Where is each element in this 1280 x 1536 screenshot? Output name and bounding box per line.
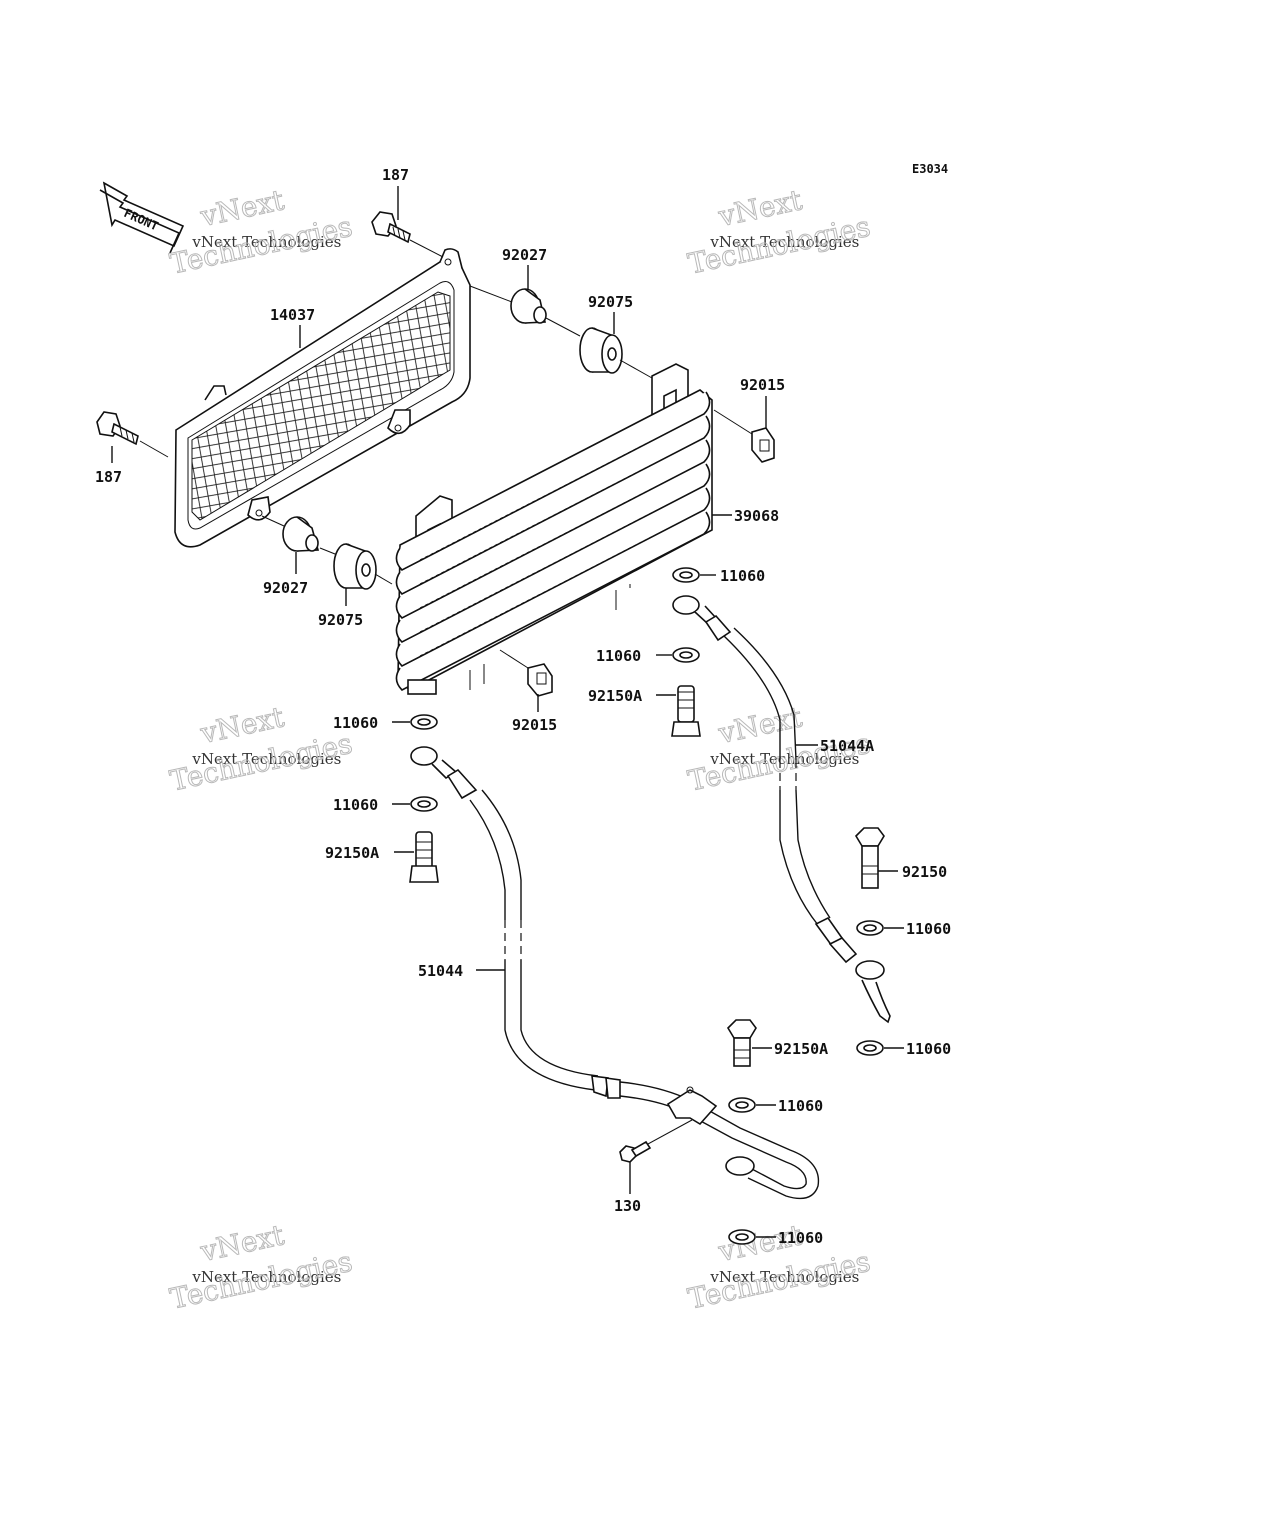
banjo-bolt-92150a-lower: [726, 1019, 757, 1067]
label-damper-92075-bottom: 92075: [318, 611, 363, 629]
label-banjo-92150a-upper: 92150A: [588, 687, 642, 705]
label-damper-92075-top: 92075: [588, 293, 633, 311]
label-gasket-11060-b2: 11060: [333, 796, 378, 814]
label-gasket-11060-a2: 11060: [596, 647, 641, 665]
label-gasket-11060-c1: 11060: [906, 920, 951, 938]
label-grommet-92027-bottom: 92027: [263, 579, 308, 597]
hose-51044a: [672, 595, 891, 1024]
grommet-92027-top: [469, 285, 581, 337]
svg-text:vNext Technologies: vNext Technologies: [709, 233, 859, 251]
label-banjo-92150: 92150: [902, 863, 947, 881]
svg-text:vNext Technologies: vNext Technologies: [191, 750, 341, 768]
label-screen-14037: 14037: [270, 306, 315, 324]
gasket-11060-set: [410, 567, 884, 1245]
clip-92015-bottom: [499, 649, 553, 697]
bolt-187-left: [96, 411, 169, 458]
svg-text:vNext Technologies: vNext Technologies: [709, 1268, 859, 1286]
label-clip-92015-right: 92015: [740, 376, 785, 394]
clip-92015-right: [713, 409, 775, 463]
diagram-code: E3034: [912, 162, 948, 176]
bolt-130: [619, 1119, 693, 1163]
hose-51044: [410, 746, 820, 1200]
damper-92075-bottom: [333, 543, 393, 590]
oil-cooler-core: [395, 363, 713, 695]
banjo-bolt-92150: [854, 827, 885, 889]
watermark-3: vNext vNext Technologies Technologies: [167, 700, 356, 798]
watermark-5: vNext vNext Technologies Technologies: [167, 1218, 356, 1316]
label-bolt-187-left: 187: [95, 468, 122, 486]
label-hose-51044a: 51044A: [820, 737, 874, 755]
label-bolt-187-top: 187: [382, 166, 409, 184]
watermark-1: vNext vNext Technologies Technologies: [167, 183, 356, 281]
svg-text:vNext Technologies: vNext Technologies: [191, 233, 341, 251]
label-gasket-11060-d1: 11060: [778, 1097, 823, 1115]
grommet-92027-bottom: [261, 515, 341, 557]
label-grommet-92027-top: 92027: [502, 246, 547, 264]
svg-text:vNext Technologies: vNext Technologies: [191, 1268, 341, 1286]
banjo-bolt-92150a-left: [409, 831, 439, 883]
label-clip-92015-bottom: 92015: [512, 716, 557, 734]
front-arrow-icon: FRONT: [99, 181, 185, 254]
watermark-2: vNext vNext Technologies Technologies: [685, 183, 874, 281]
label-banjo-92150a-left: 92150A: [325, 844, 379, 862]
label-gasket-11060-b1: 11060: [333, 714, 378, 732]
label-banjo-92150a-lower: 92150A: [774, 1040, 828, 1058]
part-labels: 187 14037 187 92027 92075 92015 39068 11…: [95, 166, 951, 1247]
bolt-187-top: [371, 211, 444, 258]
damper-92075-top: [579, 327, 653, 379]
label-gasket-11060-c2: 11060: [906, 1040, 951, 1058]
label-hose-51044: 51044: [418, 962, 463, 980]
leader-lines: [111, 186, 904, 1238]
banjo-bolt-92150a-upper: [671, 685, 701, 737]
svg-text:vNext Technologies: vNext Technologies: [709, 750, 859, 768]
label-gasket-11060-d2: 11060: [778, 1229, 823, 1247]
label-gasket-11060-a1: 11060: [720, 567, 765, 585]
label-cooler-39068: 39068: [734, 507, 779, 525]
oil-cooler-screen: [174, 248, 471, 548]
watermark-6: vNext vNext Technologies Technologies: [685, 1218, 874, 1316]
label-bolt-130: 130: [614, 1197, 641, 1215]
